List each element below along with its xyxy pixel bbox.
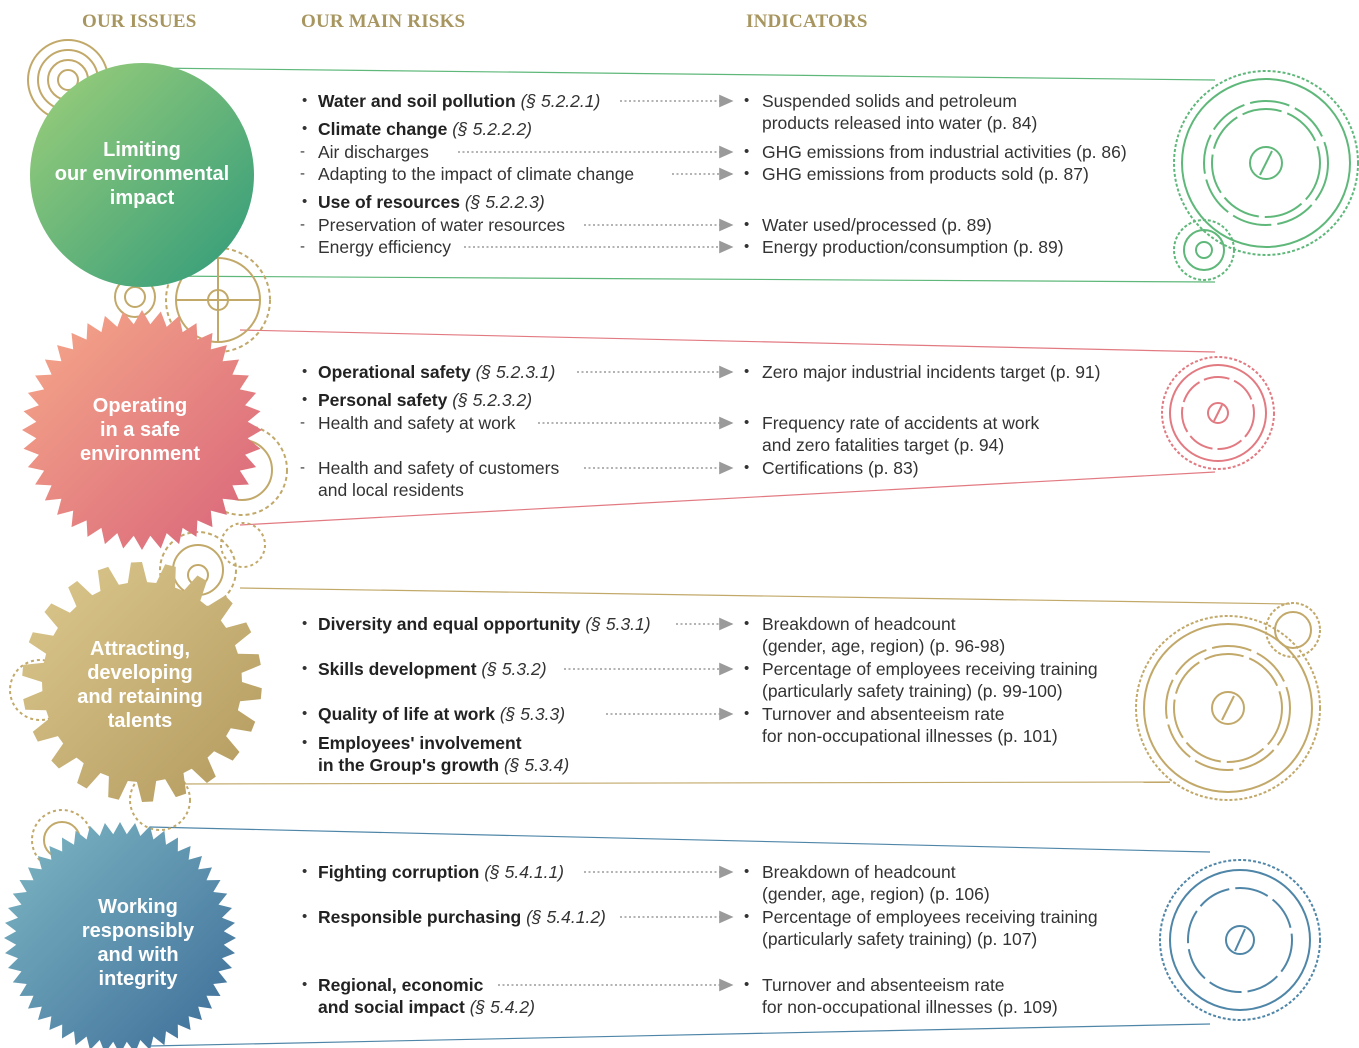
- risk-item: Diversity and equal opportunity (§ 5.3.1…: [318, 614, 651, 634]
- indicator-bullet: •: [744, 92, 750, 109]
- indicator-item: Energy production/consumption (p. 89): [762, 237, 1064, 257]
- risk-subitem: Preservation of water resources: [318, 215, 566, 235]
- indicator-item: Water used/processed (p. 89): [762, 215, 992, 235]
- header-our-main-risks: OUR MAIN RISKS: [301, 11, 466, 32]
- bullet: •: [302, 734, 308, 751]
- risk-subitem: Adapting to the impact of climate change: [318, 164, 635, 184]
- right-gear-talents: [1135, 602, 1321, 801]
- indicator-bullet: •: [744, 705, 750, 722]
- gear-environment: [30, 63, 254, 287]
- bullet: •: [302, 391, 308, 408]
- indicator-item: GHG emissions from products sold (p. 87): [762, 164, 1089, 184]
- indicator-item: Breakdown of headcount(gender, age, regi…: [762, 862, 990, 904]
- bullet: •: [302, 863, 308, 880]
- bullet: •: [302, 193, 308, 210]
- bullet: •: [302, 908, 308, 925]
- indicator-bullet: •: [744, 863, 750, 880]
- indicator-bullet: •: [744, 660, 750, 677]
- risk-item: Skills development (§ 5.3.2): [318, 659, 547, 679]
- indicator-bullet: •: [744, 238, 750, 255]
- risk-item: Use of resources (§ 5.2.2.3): [318, 192, 545, 212]
- risk-item: Water and soil pollution (§ 5.2.2.1): [318, 91, 601, 111]
- right-gear-safety: [1161, 356, 1275, 470]
- indicator-item: GHG emissions from industrial activities…: [762, 142, 1127, 162]
- header-indicators: INDICATORS: [746, 11, 868, 32]
- dash: -: [300, 165, 305, 182]
- dash: -: [300, 143, 305, 160]
- band-talents: [169, 587, 1291, 785]
- risk-item: Operational safety (§ 5.2.3.1): [318, 362, 556, 382]
- band-environment: [149, 67, 1216, 283]
- bullet: •: [302, 705, 308, 722]
- bullet: •: [302, 976, 308, 993]
- indicator-bullet: •: [744, 143, 750, 160]
- bullet: •: [302, 120, 308, 137]
- dash: -: [300, 238, 305, 255]
- indicator-bullet: •: [744, 908, 750, 925]
- risk-subitem: Energy efficiency: [318, 237, 451, 257]
- risk-item: Responsible purchasing (§ 5.4.1.2): [318, 907, 606, 927]
- risk-item: Fighting corruption (§ 5.4.1.1): [318, 862, 565, 882]
- indicator-bullet: •: [744, 976, 750, 993]
- gear-talents: [22, 562, 262, 802]
- dash: -: [300, 216, 305, 233]
- dash: -: [300, 459, 305, 476]
- indicator-bullet: •: [744, 165, 750, 182]
- indicator-item: Breakdown of headcount(gender, age, regi…: [762, 614, 1006, 656]
- bullet: •: [302, 92, 308, 109]
- gear-safety: [22, 310, 262, 550]
- bullet: •: [302, 660, 308, 677]
- band-integrity: [149, 826, 1211, 1047]
- bullet: •: [302, 363, 308, 380]
- right-gear-environment: [1173, 70, 1359, 281]
- risk-item: Personal safety (§ 5.2.3.2): [318, 390, 533, 410]
- indicator-bullet: •: [744, 363, 750, 380]
- risk-subitem: Air discharges: [318, 142, 429, 162]
- band-safety: [239, 329, 1216, 526]
- indicator-bullet: •: [744, 459, 750, 476]
- risk-item: Quality of life at work (§ 5.3.3): [318, 704, 566, 724]
- header-our-issues: OUR ISSUES: [82, 11, 197, 32]
- bullet: •: [302, 615, 308, 632]
- indicator-bullet: •: [744, 615, 750, 632]
- indicator-item: Zero major industrial incidents target (…: [762, 362, 1101, 382]
- indicator-item: Certifications (p. 83): [762, 458, 919, 478]
- indicator-item: Percentage of employees receiving traini…: [762, 659, 1098, 701]
- connector-arrows: [458, 94, 734, 992]
- dash: -: [300, 414, 305, 431]
- gear-integrity: [4, 822, 236, 1048]
- indicator-bullet: •: [744, 216, 750, 233]
- indicator-bullet: •: [744, 414, 750, 431]
- right-gear-integrity: [1159, 859, 1321, 1021]
- risk-item: Climate change (§ 5.2.2.2): [318, 119, 533, 139]
- indicator-item: Percentage of employees receiving traini…: [762, 907, 1098, 949]
- risk-subitem: Health and safety at work: [318, 413, 516, 433]
